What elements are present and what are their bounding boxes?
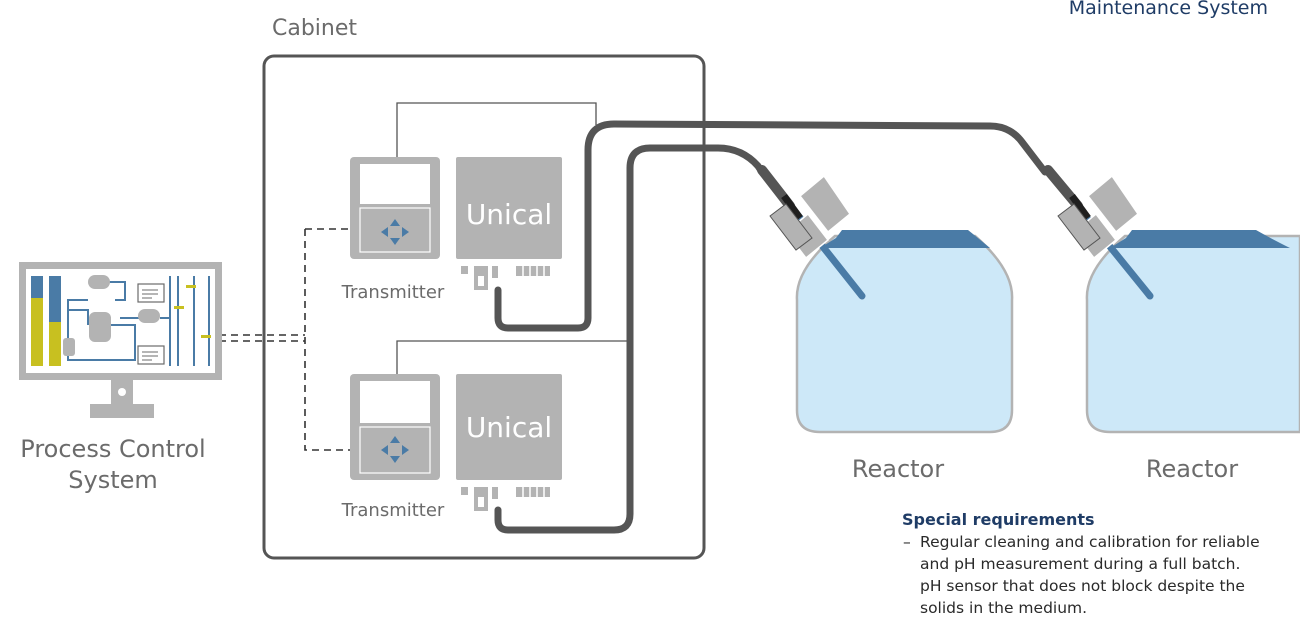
nav-keypad-icon [381, 219, 409, 245]
requirements-line-1: Regular cleaning and calibration for rel… [920, 533, 1260, 551]
ph-sensor-1 [757, 165, 866, 300]
transmitter-1 [350, 157, 440, 259]
reactor-1-label: Reactor [852, 455, 944, 483]
unical-2-label: Unical [466, 411, 552, 444]
fieldbus-lines [207, 228, 350, 451]
signal-wire-1 [396, 102, 597, 157]
requirements-line-4: solids in the medium. [920, 599, 1087, 617]
transmitter-2 [350, 374, 440, 480]
nav-keypad-icon [381, 436, 409, 463]
maintenance-system-label: Maintenance System [1069, 0, 1268, 19]
hose-2 [494, 144, 766, 534]
unical-2 [456, 374, 562, 511]
reactor-2-label: Reactor [1146, 455, 1238, 483]
pcs-label-line1: Process Control [20, 435, 205, 463]
pcs-label-line2: System [68, 466, 158, 494]
reactor-1 [795, 230, 1014, 434]
ph-sensor-2 [1043, 165, 1154, 300]
transmitter-1-label: Transmitter [341, 282, 445, 303]
hose-1 [494, 120, 1049, 332]
unical-1 [456, 157, 562, 290]
unical-1-label: Unical [466, 198, 552, 231]
cabinet-label: Cabinet [272, 16, 357, 41]
transmitter-2-label: Transmitter [341, 500, 445, 521]
signal-wire-2 [396, 340, 628, 374]
requirements-line-2: and pH measurement during a full batch. [920, 555, 1240, 573]
requirements-line-3: pH sensor that does not block despite th… [920, 577, 1245, 595]
requirements-title: Special requirements [902, 510, 1095, 529]
process-control-monitor [19, 262, 222, 418]
cabinet-box [262, 54, 706, 560]
requirements-bullet: – [903, 533, 911, 551]
